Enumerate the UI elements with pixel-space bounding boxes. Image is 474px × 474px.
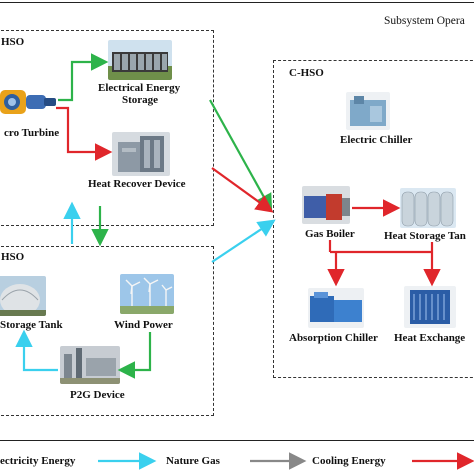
electric-chiller-label: Electric Chiller	[340, 134, 413, 146]
wind-power-image	[120, 274, 174, 314]
outer-border-bottom	[0, 440, 474, 441]
micro-turbine-label: cro Turbine	[4, 127, 60, 139]
heat-storage-tank-label: Heat Storage Tan	[384, 230, 466, 242]
heat-recover-label: Heat Recover Device	[88, 178, 186, 190]
arrow-top-group-electricity	[209, 99, 273, 212]
arrow-turbine-to-heat-recover	[56, 106, 113, 161]
arrow-top-group-heat	[211, 167, 274, 213]
arrow-turbine-to-storage	[58, 53, 109, 102]
absorption-chiller-image	[308, 288, 364, 328]
p2g-device-label: P2G Device	[70, 389, 125, 401]
electrical-storage-image	[108, 40, 172, 80]
gas-storage-tank-image	[0, 276, 46, 316]
top-left-group	[0, 30, 214, 226]
heat-recover-image	[112, 132, 170, 176]
heat-exchanger-image	[404, 286, 456, 328]
c-hso-group-label: C-HSO	[289, 67, 324, 79]
micro-turbine-image	[0, 90, 56, 114]
wind-power-label: Wind Power	[114, 319, 173, 331]
heat-exchanger-label: Heat Exchange	[394, 332, 466, 344]
p2g-device-image	[60, 346, 120, 384]
electrical-storage-label-2: Storage	[122, 94, 159, 106]
top-left-group-label: HSO	[1, 36, 25, 48]
arrow-p2g-to-storage-tank	[15, 329, 58, 372]
arrow-wind-to-p2g	[117, 332, 152, 379]
heat-storage-tank-image	[400, 188, 456, 228]
c-hso-group	[273, 60, 474, 378]
gas-boiler-label: Gas Boiler	[305, 228, 355, 240]
legend-electricity-label: ectricity Energy	[0, 455, 76, 467]
bottom-left-group-label: HSO	[1, 251, 25, 263]
legend-nature-gas-label: Nature Gas	[166, 455, 220, 467]
electric-chiller-image	[346, 92, 390, 130]
storage-tank-label: Storage Tank	[0, 319, 63, 331]
outer-border-top	[0, 2, 474, 3]
legend-cooling-label: Cooling Energy	[312, 455, 386, 467]
gas-boiler-image	[302, 186, 350, 224]
electrical-storage-label-1: Electrical Energy	[98, 82, 181, 94]
subsystem-title: Subsystem Opera	[384, 15, 465, 27]
absorption-chiller-label: Absorption Chiller	[289, 332, 378, 344]
bottom-left-group	[0, 246, 214, 416]
arrow-bottom-group-gas	[211, 219, 276, 263]
